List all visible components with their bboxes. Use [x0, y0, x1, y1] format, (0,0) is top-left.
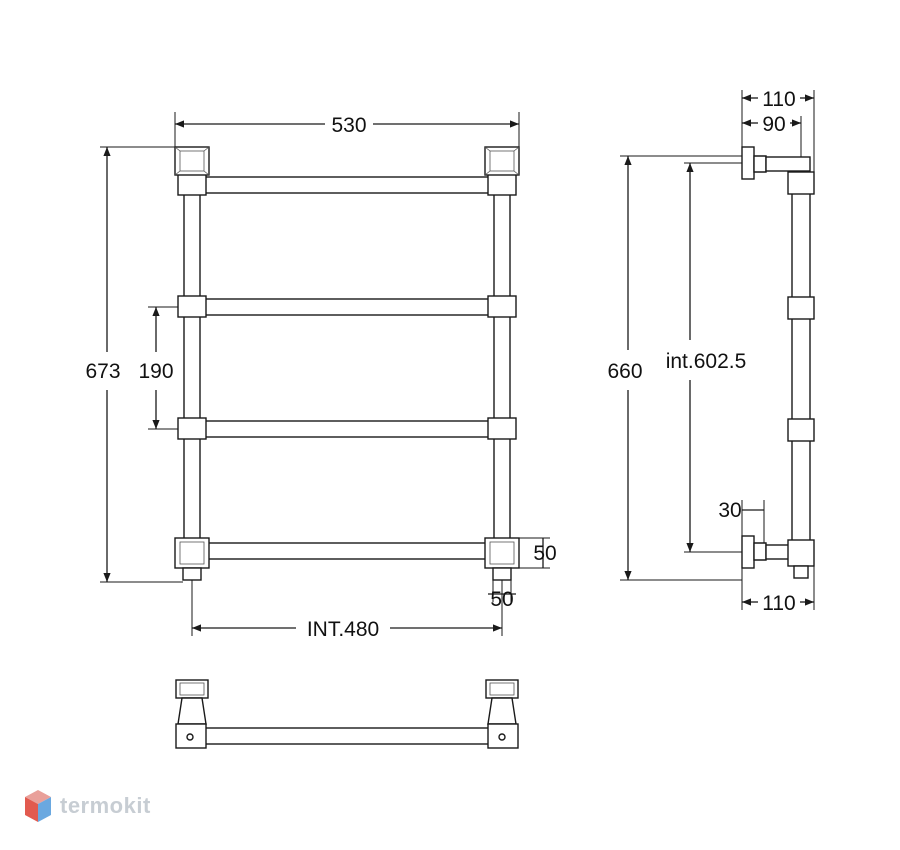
- dim-side-interaxis-label: int.602.5: [666, 350, 747, 373]
- rail-bar-4: [199, 542, 495, 560]
- bottom-left-bracket: [174, 537, 210, 581]
- dim-height-label: 673: [85, 360, 120, 383]
- rail-bar-1: [199, 176, 495, 194]
- dim-bracket-height-label: 50: [533, 542, 556, 565]
- dim-bracket-width-label: 50: [490, 588, 513, 611]
- connector-right-3: [487, 417, 517, 440]
- dim-side-top-inner-label: 90: [762, 113, 785, 136]
- dim-side-bottom-label: 110: [762, 592, 795, 615]
- connector-right-1: [487, 173, 517, 196]
- rail-bar-3: [199, 420, 495, 438]
- top-left-bracket: [174, 146, 210, 176]
- bottom-right-bracket: [484, 537, 520, 581]
- left-post: [183, 185, 201, 567]
- connector-left-1: [177, 173, 207, 196]
- dim-side-top-outer-label: 110: [762, 88, 795, 111]
- connector-right-2: [487, 295, 517, 318]
- right-post: [493, 185, 511, 567]
- side-connector-bottom: [787, 539, 815, 567]
- dim-interaxis-label: INT.480: [307, 618, 379, 641]
- side-dimensions: 110 90 660 int.602.5 30 110: [607, 88, 815, 615]
- cube-icon: [25, 790, 51, 822]
- dim-side-height-label: 660: [607, 360, 642, 383]
- side-post: [791, 189, 811, 561]
- top-right-bracket: [484, 146, 520, 176]
- brand-name: termokit: [60, 793, 151, 818]
- side-connector-top: [787, 171, 815, 195]
- front-view: [174, 146, 520, 581]
- connector-left-3: [177, 417, 207, 440]
- top-view: [175, 679, 519, 749]
- rail-bar-2: [199, 298, 495, 316]
- top-view-bar: [203, 727, 491, 745]
- connector-left-2: [177, 295, 207, 318]
- side-connector-3: [787, 418, 815, 442]
- dim-width-label: 530: [331, 114, 366, 137]
- dim-spacing-label: 190: [138, 360, 173, 383]
- side-connector-2: [787, 296, 815, 320]
- brand-logo: termokit: [24, 786, 151, 826]
- side-view: [741, 146, 815, 579]
- front-dimensions: 530 673 190 INT.480 50 50: [85, 112, 557, 641]
- dim-side-bracket-label: 30: [718, 499, 741, 522]
